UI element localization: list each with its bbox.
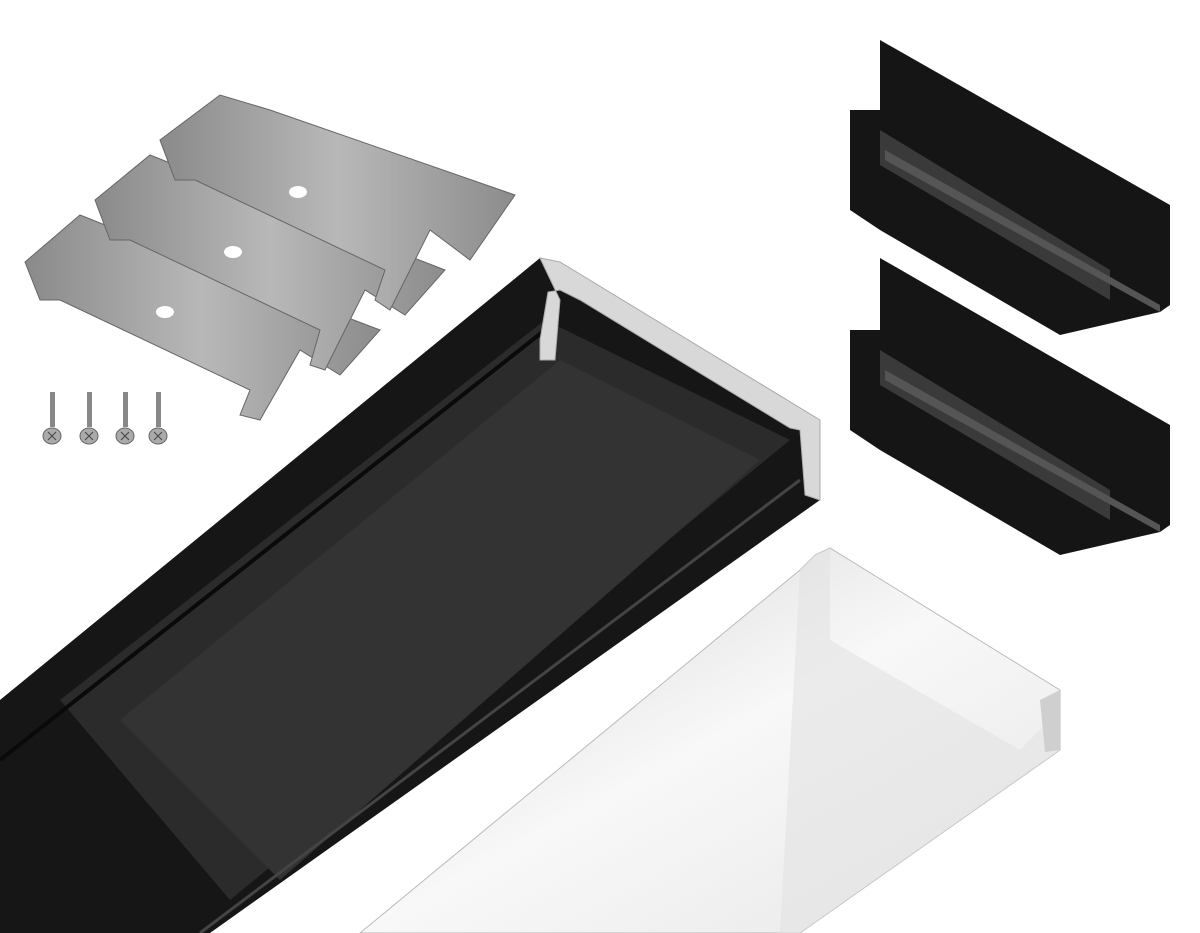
black-aluminium-profile (0, 257, 821, 933)
screw (79, 392, 99, 445)
profile-end-face (539, 257, 821, 501)
white-diffuser (359, 547, 1061, 933)
profile-edge-line (199, 478, 801, 933)
screws (42, 392, 168, 445)
end-cap-bottom (850, 258, 1170, 555)
screw (148, 392, 168, 445)
mounting-clip (159, 94, 516, 311)
end-cap-top (850, 40, 1170, 335)
screw (115, 392, 135, 445)
screw (42, 392, 62, 445)
